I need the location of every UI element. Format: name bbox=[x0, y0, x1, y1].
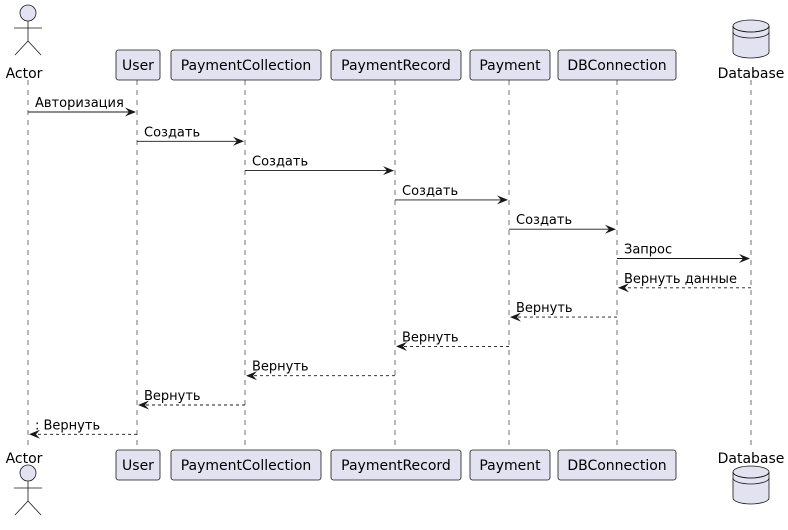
database-icon bbox=[732, 465, 770, 505]
participant-payment-top: Payment bbox=[469, 49, 551, 81]
participant-paymentcollection-top: PaymentCollection bbox=[170, 49, 322, 81]
message-arrow: Создать bbox=[509, 213, 616, 234]
actor-label: Actor bbox=[6, 66, 43, 82]
participant-label: PaymentRecord bbox=[341, 58, 451, 74]
message-label: Создать bbox=[402, 184, 458, 199]
message-label: Вернуть bbox=[516, 301, 573, 316]
message-arrow: Вернуть данные bbox=[618, 272, 751, 293]
message-arrow: Вернуть bbox=[510, 301, 617, 322]
messages: АвторизацияСоздатьСоздатьСоздатьСоздатьЗ… bbox=[28, 96, 751, 439]
database-icon bbox=[732, 19, 770, 59]
participant-label: Payment bbox=[479, 458, 541, 474]
arrowhead-icon bbox=[510, 312, 521, 322]
participant-label: Payment bbox=[479, 58, 541, 74]
message-label: Вернуть bbox=[144, 389, 201, 404]
participant-label: DBConnection bbox=[567, 58, 666, 74]
arrowhead-icon bbox=[618, 283, 629, 293]
message-arrow: Вернуть bbox=[246, 360, 395, 381]
arrowhead-icon bbox=[497, 195, 508, 205]
actor-figure-icon bbox=[14, 464, 42, 516]
participant-user-top: User bbox=[115, 49, 161, 81]
participant-payment-bottom: Payment bbox=[469, 449, 551, 481]
message-arrow: Вернуть bbox=[396, 330, 509, 351]
message-arrow: Вернуть bbox=[138, 389, 245, 410]
participant-user-bottom: User bbox=[115, 449, 161, 481]
message-label: Создать bbox=[516, 213, 572, 228]
message-arrow: Создать bbox=[137, 125, 244, 146]
arrowhead-icon bbox=[246, 371, 257, 381]
participant-label: User bbox=[122, 58, 154, 74]
message-arrow: Авторизация bbox=[28, 96, 136, 117]
actor-label: Actor bbox=[6, 451, 43, 467]
participant-dbconnection-bottom: DBConnection bbox=[557, 449, 677, 481]
database-label: Database bbox=[718, 66, 785, 82]
participant-label: PaymentCollection bbox=[181, 458, 312, 474]
arrowhead-icon bbox=[605, 224, 616, 234]
message-arrow: Создать bbox=[395, 184, 508, 205]
message-arrow: Запрос bbox=[617, 243, 750, 263]
message-label: Вернуть данные bbox=[624, 272, 737, 287]
message-label: Вернуть bbox=[402, 330, 459, 345]
arrowhead-icon bbox=[138, 400, 149, 410]
message-label: : Вернуть bbox=[35, 418, 100, 433]
message-label: Запрос bbox=[624, 243, 672, 258]
arrowhead-icon bbox=[29, 429, 40, 439]
arrowhead-icon bbox=[739, 254, 750, 263]
actor-figure-icon bbox=[14, 4, 42, 56]
participants: ActorActorUserUserPaymentCollectionPayme… bbox=[6, 4, 785, 516]
message-label: Авторизация bbox=[35, 96, 124, 111]
lifelines bbox=[27, 80, 752, 450]
arrowhead-icon bbox=[383, 166, 394, 176]
message-label: Вернуть bbox=[252, 360, 309, 375]
participant-label: User bbox=[122, 458, 154, 474]
participant-label: DBConnection bbox=[567, 458, 666, 474]
participant-label: PaymentCollection bbox=[181, 58, 312, 74]
participant-dbconnection-top: DBConnection bbox=[557, 49, 677, 81]
arrowhead-icon bbox=[396, 341, 407, 351]
message-label: Создать bbox=[144, 125, 200, 140]
message-arrow: : Вернуть bbox=[29, 418, 137, 439]
arrowhead-icon bbox=[233, 136, 244, 146]
message-label: Создать bbox=[252, 155, 308, 170]
database-label: Database bbox=[718, 451, 785, 467]
arrowhead-icon bbox=[125, 107, 136, 117]
message-arrow: Создать bbox=[245, 155, 394, 176]
participant-paymentrecord-bottom: PaymentRecord bbox=[330, 449, 462, 481]
participant-label: PaymentRecord bbox=[341, 458, 451, 474]
participant-paymentrecord-top: PaymentRecord bbox=[330, 49, 462, 81]
participant-paymentcollection-bottom: PaymentCollection bbox=[170, 449, 322, 481]
